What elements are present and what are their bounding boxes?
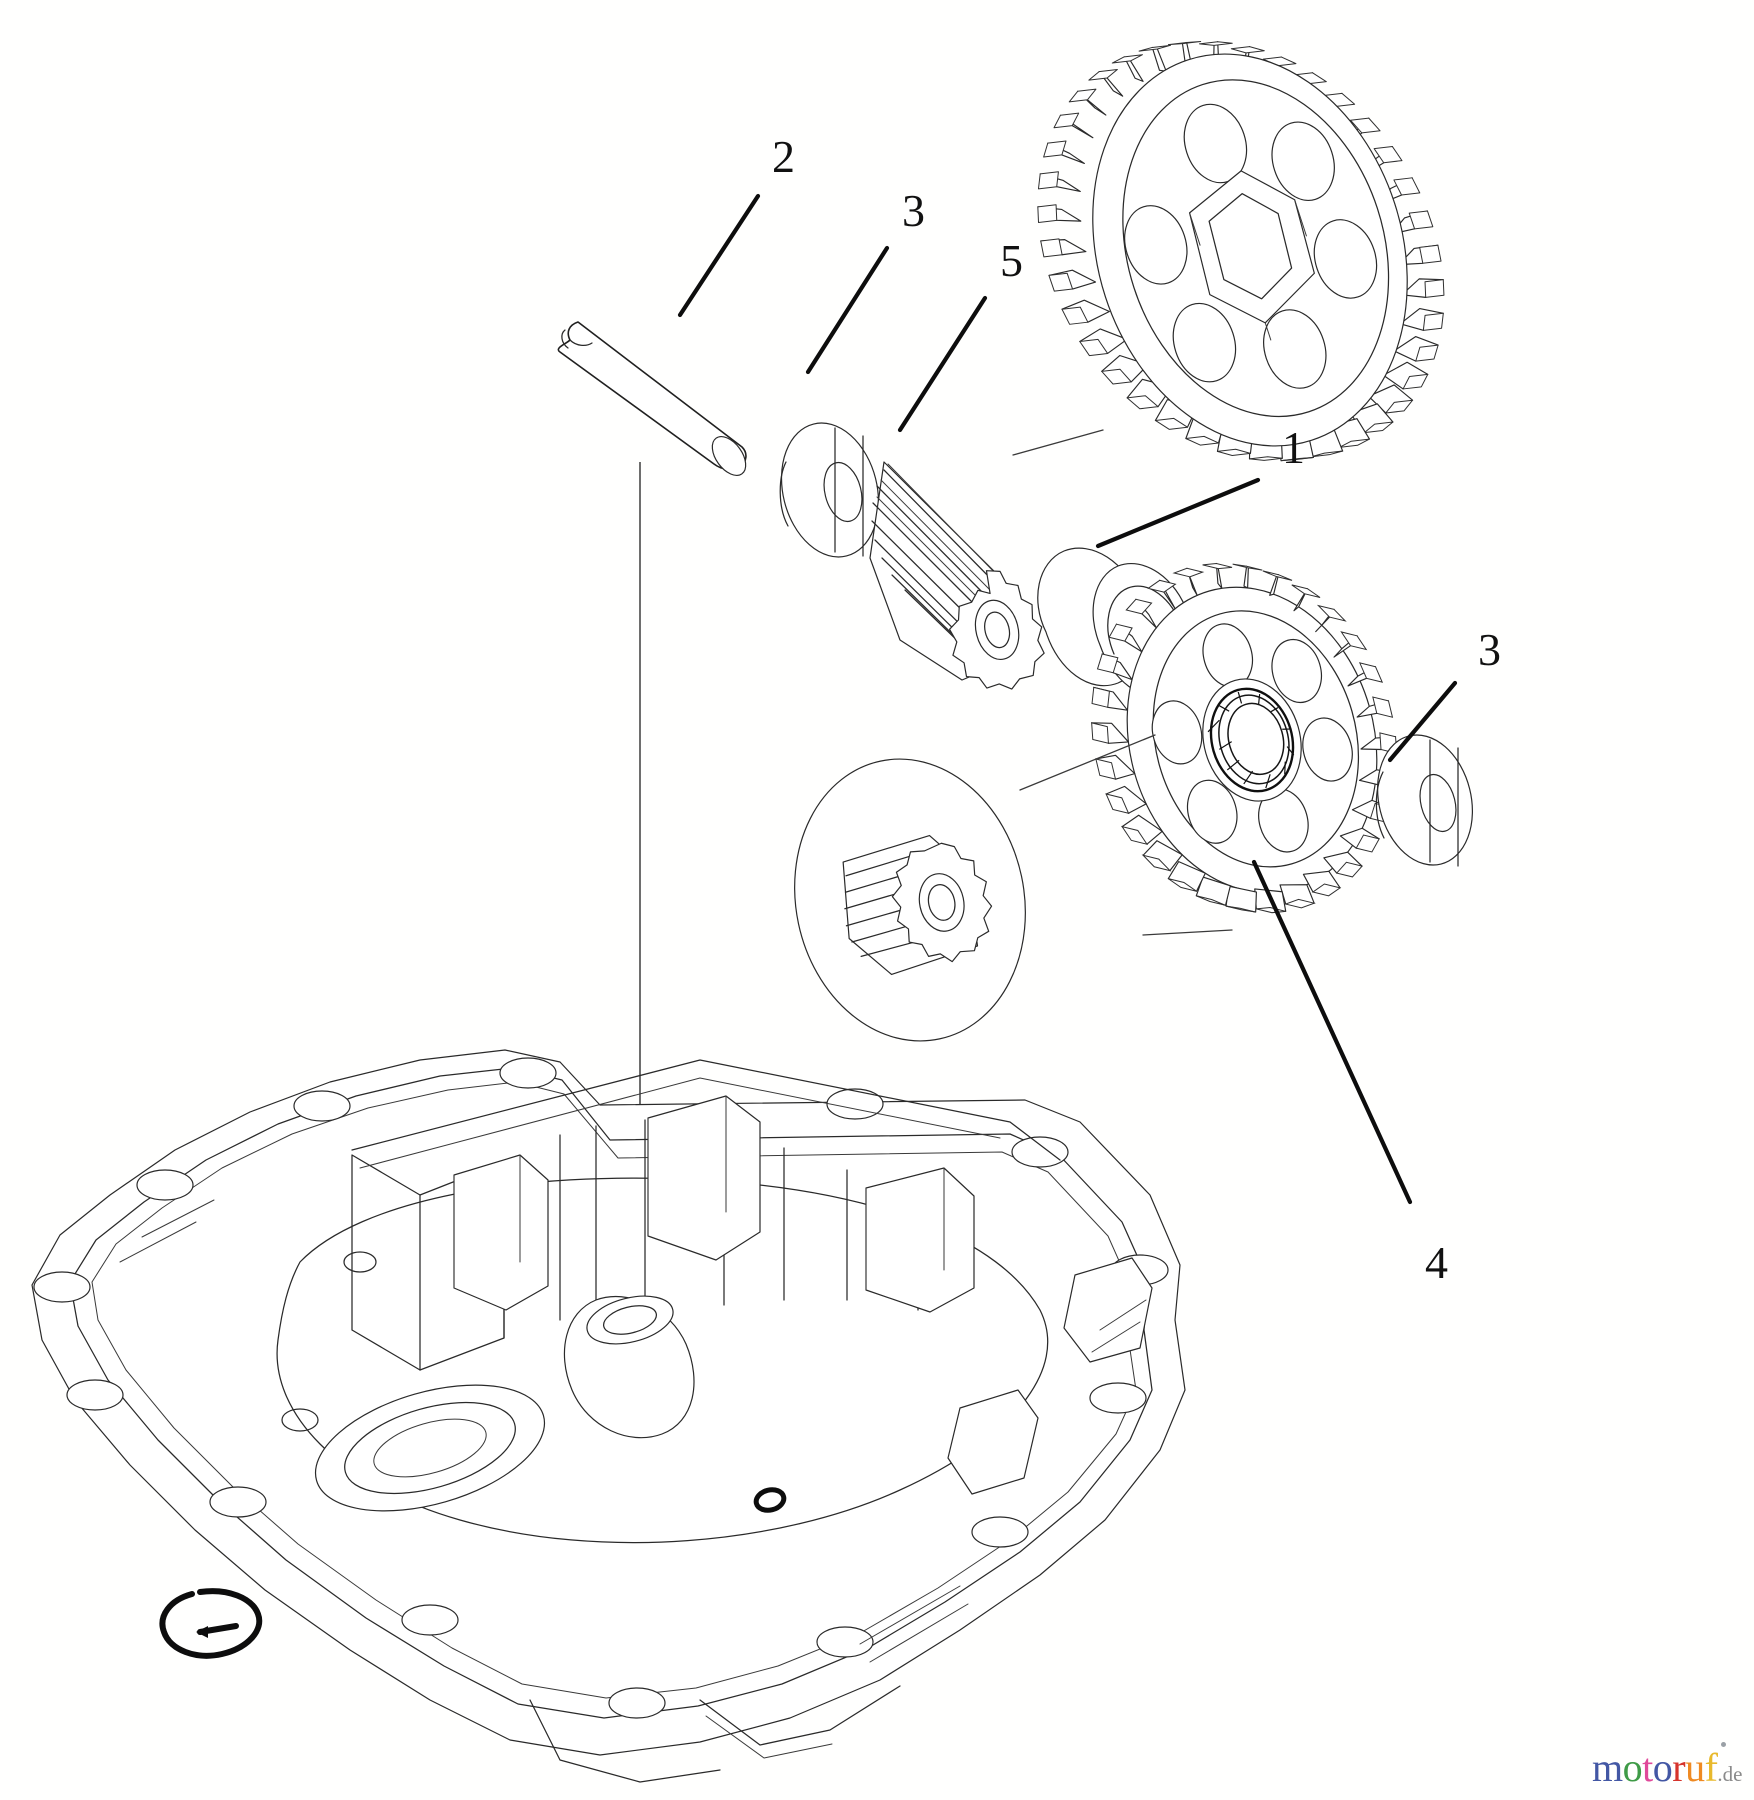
watermark-letter-o2: o [1652, 1745, 1673, 1790]
part-pinion-on-disc [794, 758, 1026, 1042]
part-transmission-housing [31, 1049, 1186, 1783]
watermark-motoruf: motoruf.de [1592, 1742, 1743, 1790]
watermark-letter-f: f [1704, 1745, 1718, 1790]
part-thrust-washer-right [1375, 734, 1474, 867]
part-thrust-washer-left [779, 422, 880, 558]
leader-4 [1251, 859, 1413, 1205]
detail-snap-ring [159, 1588, 263, 1659]
callout-label-2: 2 [772, 131, 795, 182]
internal-reference-lines [1012, 429, 1233, 936]
watermark-dot [1721, 1742, 1726, 1747]
part-large-spur-gear [1037, 12, 1457, 488]
callout-label-3-right: 3 [1478, 624, 1501, 675]
leader-3b [1387, 680, 1458, 763]
watermark-letter-r: r [1672, 1745, 1686, 1790]
callout-leaders [677, 193, 1458, 1205]
callout-label-1: 1 [1282, 422, 1305, 473]
callout-label-3-left: 3 [902, 185, 925, 236]
part-shaft-pin [557, 321, 747, 476]
watermark-letter-u: u [1685, 1745, 1705, 1790]
watermark-letter-t: t [1642, 1745, 1653, 1790]
callout-label-4: 4 [1425, 1237, 1448, 1288]
watermark-letter-m: m [1592, 1745, 1623, 1790]
watermark-suffix: .de [1717, 1762, 1743, 1786]
leader-5 [897, 295, 988, 433]
part-pinion-gear-shaft [869, 461, 1045, 690]
leader-2 [677, 193, 761, 318]
watermark-letter-o1: o [1622, 1745, 1643, 1790]
leader-1 [1095, 477, 1261, 549]
part-sprocket-gear [1091, 562, 1398, 914]
leader-3a [805, 245, 890, 375]
callout-label-5: 5 [1000, 235, 1023, 286]
